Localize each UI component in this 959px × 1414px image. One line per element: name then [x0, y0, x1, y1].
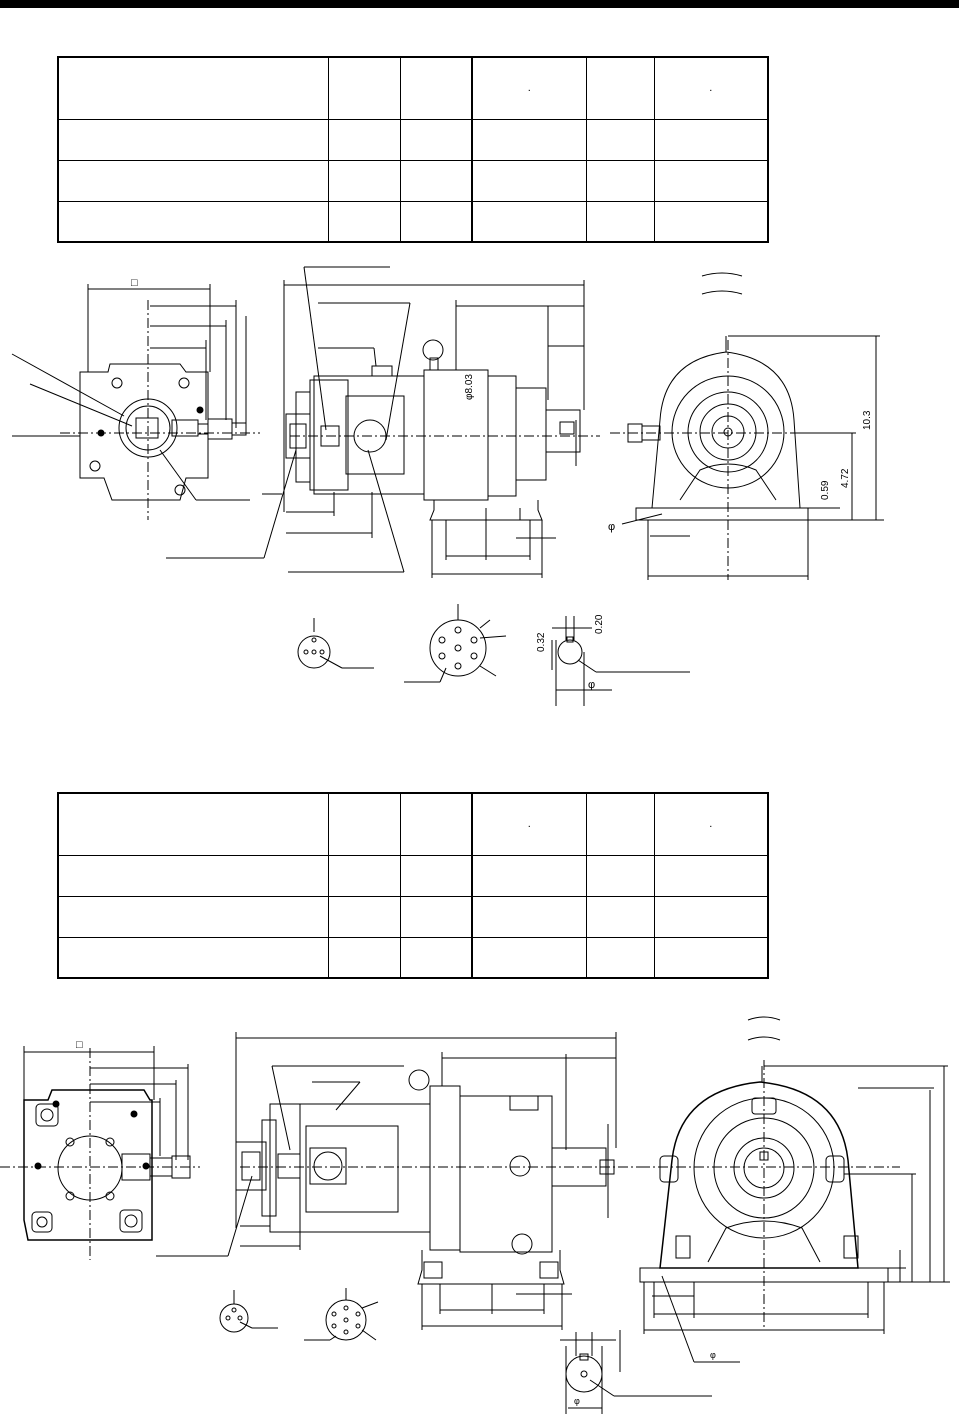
table-cell — [57, 200, 329, 243]
table-cell — [57, 895, 329, 938]
table-cell — [327, 936, 401, 979]
square-symbol: □ — [76, 1039, 83, 1051]
table-cell — [471, 854, 587, 897]
spec-table-bottom: . . — [57, 792, 769, 979]
table-header-cell — [57, 792, 329, 856]
table-cell — [471, 895, 587, 938]
table-header-cell — [585, 56, 655, 120]
table-header-cell — [585, 792, 655, 856]
table-cell — [399, 936, 473, 979]
phi-symbol: φ — [574, 1396, 580, 1406]
table-cell — [653, 159, 769, 202]
table-header-cell — [327, 56, 401, 120]
table-header-cell — [327, 792, 401, 856]
base-thickness-label: 0.59 — [820, 480, 831, 500]
height-total-label: 10.3 — [862, 410, 873, 430]
table-cell — [327, 854, 401, 897]
table-cell — [57, 854, 329, 897]
phi-symbol: φ — [588, 679, 595, 691]
phi-symbol: φ — [608, 521, 615, 533]
table-cell — [653, 854, 769, 897]
table-header-cell: . — [653, 56, 769, 120]
table-cell — [399, 159, 473, 202]
table-cell — [399, 118, 473, 161]
table-header-cell — [399, 56, 473, 120]
table-header-cell — [57, 56, 329, 120]
table-header-cell — [399, 792, 473, 856]
table-cell — [471, 936, 587, 979]
table-cell — [585, 200, 655, 243]
table-cell — [399, 854, 473, 897]
table-row — [57, 159, 769, 202]
table-cell — [653, 936, 769, 979]
table-header-row: . . — [57, 792, 769, 856]
square-symbol: □ — [131, 277, 138, 289]
table-cell — [57, 936, 329, 979]
table-cell — [327, 118, 401, 161]
table-row — [57, 936, 769, 979]
table-cell — [57, 159, 329, 202]
table-cell — [399, 895, 473, 938]
side-view-center — [156, 1032, 640, 1330]
table-header-cell: . — [471, 56, 587, 120]
technical-drawing-top: □ — [11, 266, 884, 706]
front-view-right — [639, 1016, 950, 1363]
table-cell — [653, 895, 769, 938]
end-view-left — [11, 284, 282, 520]
table-header-cell: . — [471, 792, 587, 856]
front-view-right — [610, 272, 884, 580]
table-cell — [585, 118, 655, 161]
table-row — [57, 118, 769, 161]
table-cell — [585, 854, 655, 897]
table-cell — [471, 159, 587, 202]
table-cell — [653, 200, 769, 243]
table-cell — [653, 118, 769, 161]
table-cell — [399, 200, 473, 243]
table-header-cell: . — [653, 792, 769, 856]
end-view-left — [0, 1046, 200, 1260]
phi-symbol: φ — [710, 1350, 716, 1360]
table-row — [57, 200, 769, 243]
table-cell — [57, 118, 329, 161]
shaft-center-label: 4.72 — [840, 468, 851, 488]
side-view-center — [166, 266, 600, 578]
table-cell — [327, 895, 401, 938]
table-row — [57, 854, 769, 897]
flange-diameter-label: φ8.03 — [464, 374, 475, 400]
table-cell — [327, 200, 401, 243]
key-width-label: 0.32 — [536, 632, 547, 652]
table-cell — [585, 936, 655, 979]
table-row — [57, 895, 769, 938]
table-cell — [585, 159, 655, 202]
connector-details — [219, 1288, 712, 1414]
connector-details — [297, 604, 690, 706]
technical-drawing-bottom: □ — [0, 1016, 950, 1414]
table-cell — [585, 895, 655, 938]
page-top-rule — [0, 0, 959, 8]
table-cell — [327, 159, 401, 202]
table-cell — [471, 118, 587, 161]
table-header-row: . . — [57, 56, 769, 120]
table-cell — [471, 200, 587, 243]
key-depth-label: 0.20 — [594, 614, 605, 634]
spec-table-top: . . — [57, 56, 769, 243]
